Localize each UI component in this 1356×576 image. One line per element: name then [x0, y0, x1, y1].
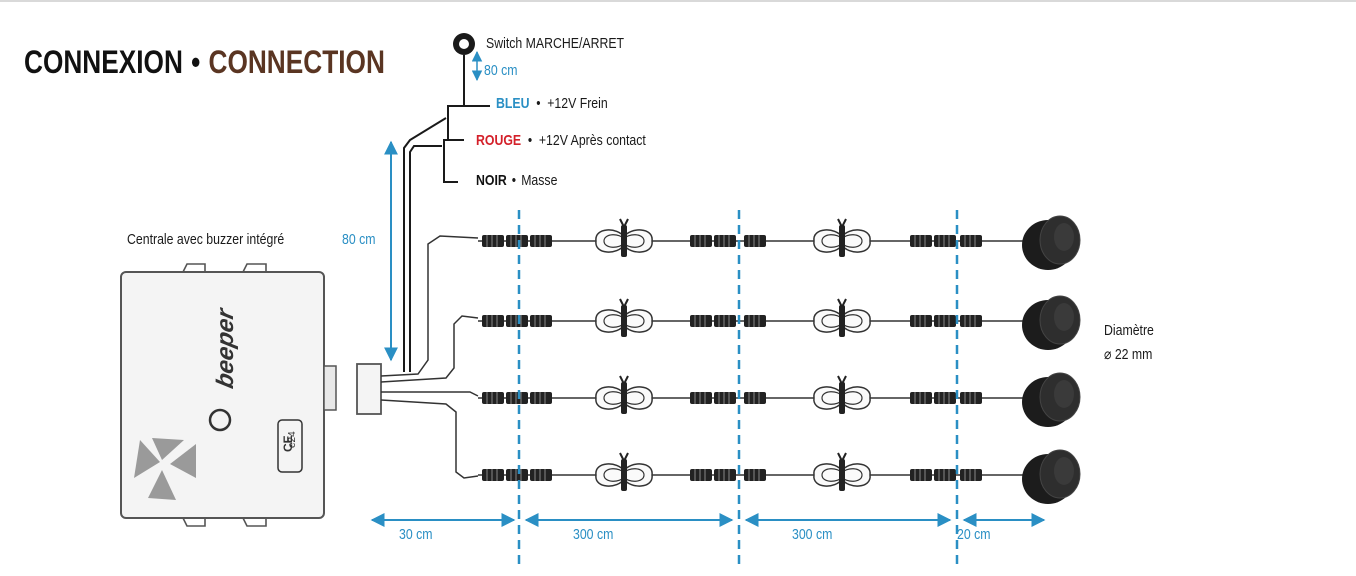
wire-black-name: NOIR [476, 172, 507, 189]
title-connexion: CONNEXION [24, 44, 183, 80]
wire-blue-desc: +12V Frein [547, 95, 608, 112]
segment-length-1: 30 cm [399, 526, 433, 543]
power-wires [403, 98, 490, 372]
wire-black-sep: • [511, 172, 517, 189]
plug-icon [690, 315, 712, 327]
harness-length: 80 cm [342, 231, 376, 248]
plug-icon [482, 235, 504, 247]
cable-tie-icon [839, 459, 845, 491]
plug-icon [744, 469, 766, 481]
title-separator: • [191, 44, 201, 80]
plug-icon [714, 315, 736, 327]
plug-icon [530, 315, 552, 327]
plug-icon [714, 392, 736, 404]
brand-wrap: beeper [206, 228, 246, 390]
title-connection: CONNECTION [208, 44, 385, 80]
plug-icon [934, 469, 956, 481]
cable-tie-icon [621, 459, 627, 491]
plug-icon [934, 392, 956, 404]
plug-icon [910, 392, 932, 404]
cable-tie-icon [621, 382, 627, 414]
plug-icon [530, 392, 552, 404]
fan-icon [134, 438, 196, 500]
sensor-diameter: ⌀ 22 mm [1104, 346, 1153, 363]
plug-icon [934, 235, 956, 247]
control-unit [120, 263, 382, 527]
plug-icon [910, 469, 932, 481]
switch-length: 80 cm [484, 62, 518, 79]
plug-icon [744, 235, 766, 247]
plug-icon [744, 315, 766, 327]
plug-icon [714, 469, 736, 481]
switch-label: Switch MARCHE/ARRET [486, 35, 625, 52]
top-divider [0, 0, 1356, 2]
plug-icon [506, 315, 528, 327]
cable-tie-icon [839, 305, 845, 337]
wire-blue: BLEU • +12V Frein [496, 95, 608, 112]
cable-tie-icon [621, 225, 627, 257]
wire-red: ROUGE • +12V Après contact [476, 132, 646, 149]
plug-icon [482, 392, 504, 404]
plug-icon [506, 392, 528, 404]
plug-icon [714, 235, 736, 247]
page-title: CONNEXION•CONNECTION [24, 44, 385, 81]
switch-button-icon [453, 33, 475, 55]
plug-icon [482, 315, 504, 327]
plug-icon [960, 315, 982, 327]
cable-tie-icon [839, 382, 845, 414]
wire-blue-sep: • [536, 95, 541, 112]
plug-icon [960, 392, 982, 404]
e-mark: e24 [287, 431, 298, 448]
sensor-label: Diamètre [1104, 322, 1154, 339]
brand-logo-icon [208, 408, 232, 432]
segment-dividers [517, 210, 959, 566]
harness-bundle [380, 235, 479, 479]
plug-icon [910, 235, 932, 247]
plug-icon [482, 469, 504, 481]
wire-black: NOIR • Masse [476, 172, 557, 189]
segment-length-2: 300 cm [573, 526, 614, 543]
cable-tie-icon [621, 305, 627, 337]
segment-length-3: 300 cm [792, 526, 833, 543]
plug-icon [690, 392, 712, 404]
plug-icon [744, 392, 766, 404]
plug-icon [530, 469, 552, 481]
plug-icon [506, 469, 528, 481]
plug-icon [934, 315, 956, 327]
cable-tie-icon [839, 225, 845, 257]
sensor-chains [478, 215, 1081, 504]
plug-icon [960, 469, 982, 481]
brand-name: beeper [212, 306, 239, 391]
segment-length-4: 20 cm [957, 526, 991, 543]
plug-icon [910, 315, 932, 327]
wire-black-desc: Masse [521, 172, 558, 189]
plug-icon [506, 235, 528, 247]
wire-red-sep: • [527, 132, 533, 149]
plug-icon [690, 469, 712, 481]
plug-icon [690, 235, 712, 247]
control-unit-label: Centrale avec buzzer intégré [127, 231, 285, 248]
wire-red-desc: +12V Après contact [538, 132, 646, 149]
plug-icon [530, 235, 552, 247]
plug-icon [960, 235, 982, 247]
wire-blue-name: BLEU [496, 95, 530, 112]
wire-red-name: ROUGE [476, 132, 522, 149]
